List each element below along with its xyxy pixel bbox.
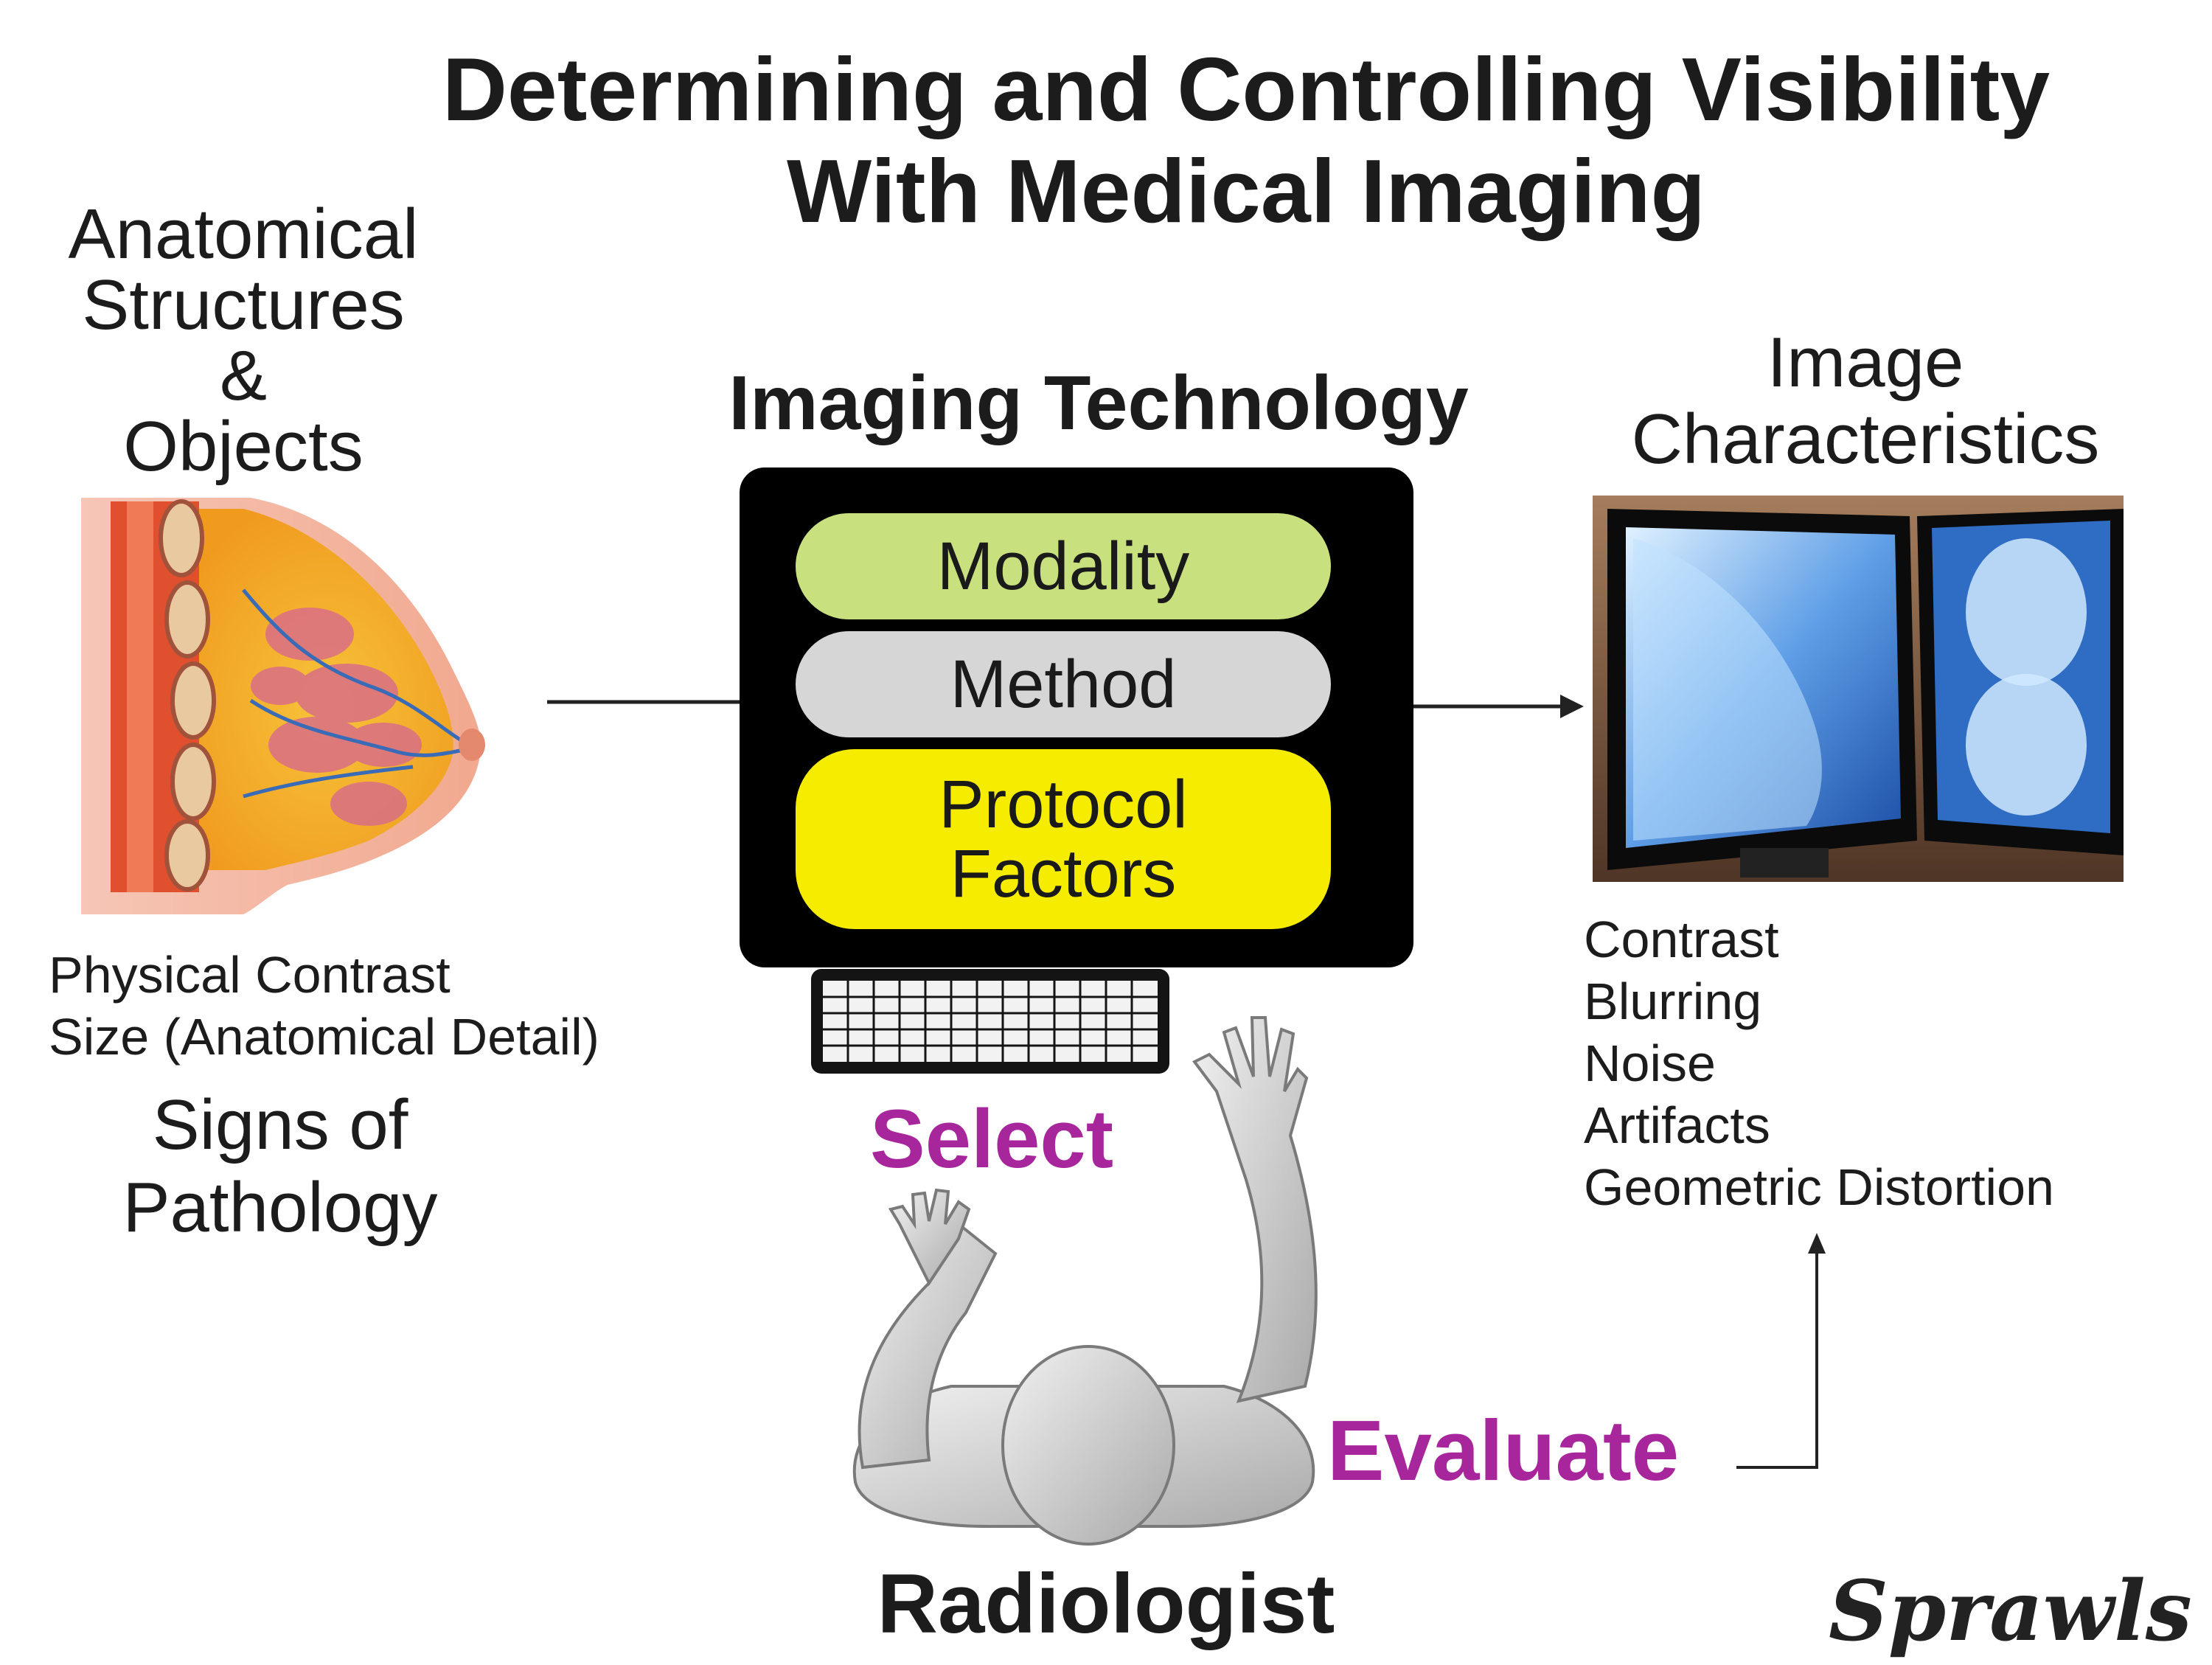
image-characteristics-heading-line: Characteristics [1631,400,2100,479]
characteristic-item: Contrast [1584,911,1779,968]
signs-of-pathology-line: Signs of [152,1085,408,1164]
method-pill: Method [796,631,1331,737]
signs-of-pathology: Signs of Pathology [74,1084,487,1249]
characteristic-item: Geometric Distortion [1584,1158,2054,1216]
breast-anatomy-illustration [81,498,485,914]
modality-pill: Modality [796,513,1331,619]
protocol-factors-pill: Protocol Factors [796,749,1331,929]
image-characteristics-heading: Image Characteristics [1563,324,2168,478]
anatomy-properties: Physical Contrast Size (Anatomical Detai… [49,944,599,1068]
author-signature: Sprawls [1829,1563,2192,1660]
protocol-factors-line: Protocol [939,767,1188,842]
characteristic-item: Blurring [1584,973,1762,1030]
image-characteristics-heading-line: Image [1767,323,1964,402]
title-line-2: With Medical Imaging [786,141,1706,241]
evaluate-label: Evaluate [1327,1402,1680,1498]
select-label: Select [870,1093,1113,1185]
anatomy-heading-line: & [219,336,268,415]
keyboard-icon [811,969,1169,1074]
characteristic-item: Artifacts [1584,1096,1770,1154]
characteristic-item: Noise [1584,1035,1716,1092]
anatomy-property: Size (Anatomical Detail) [49,1008,599,1066]
diagram-title: Determining and Controlling Visibility W… [0,38,2212,242]
anatomy-heading-line: Objects [123,407,364,486]
mammography-monitors-image [1593,496,2124,882]
imaging-technology-box: Modality Method Protocol Factors [740,467,1413,967]
anatomy-property: Physical Contrast [49,946,451,1004]
radiologist-figure [852,1016,1318,1546]
title-line-1: Determining and Controlling Visibility [442,39,2051,139]
arrow-icon [547,695,1826,1469]
image-characteristics-list: Contrast Blurring Noise Artifacts Geomet… [1584,908,2054,1218]
anatomy-heading: Anatomical Structures & Objects [29,199,457,482]
anatomy-heading-line: Anatomical [68,195,419,274]
signs-of-pathology-line: Pathology [122,1168,438,1247]
radiologist-label: Radiologist [877,1557,1335,1651]
anatomy-heading-line: Structures [82,265,405,344]
protocol-factors-line: Factors [950,836,1177,911]
imaging-technology-heading: Imaging Technology [728,361,1469,446]
